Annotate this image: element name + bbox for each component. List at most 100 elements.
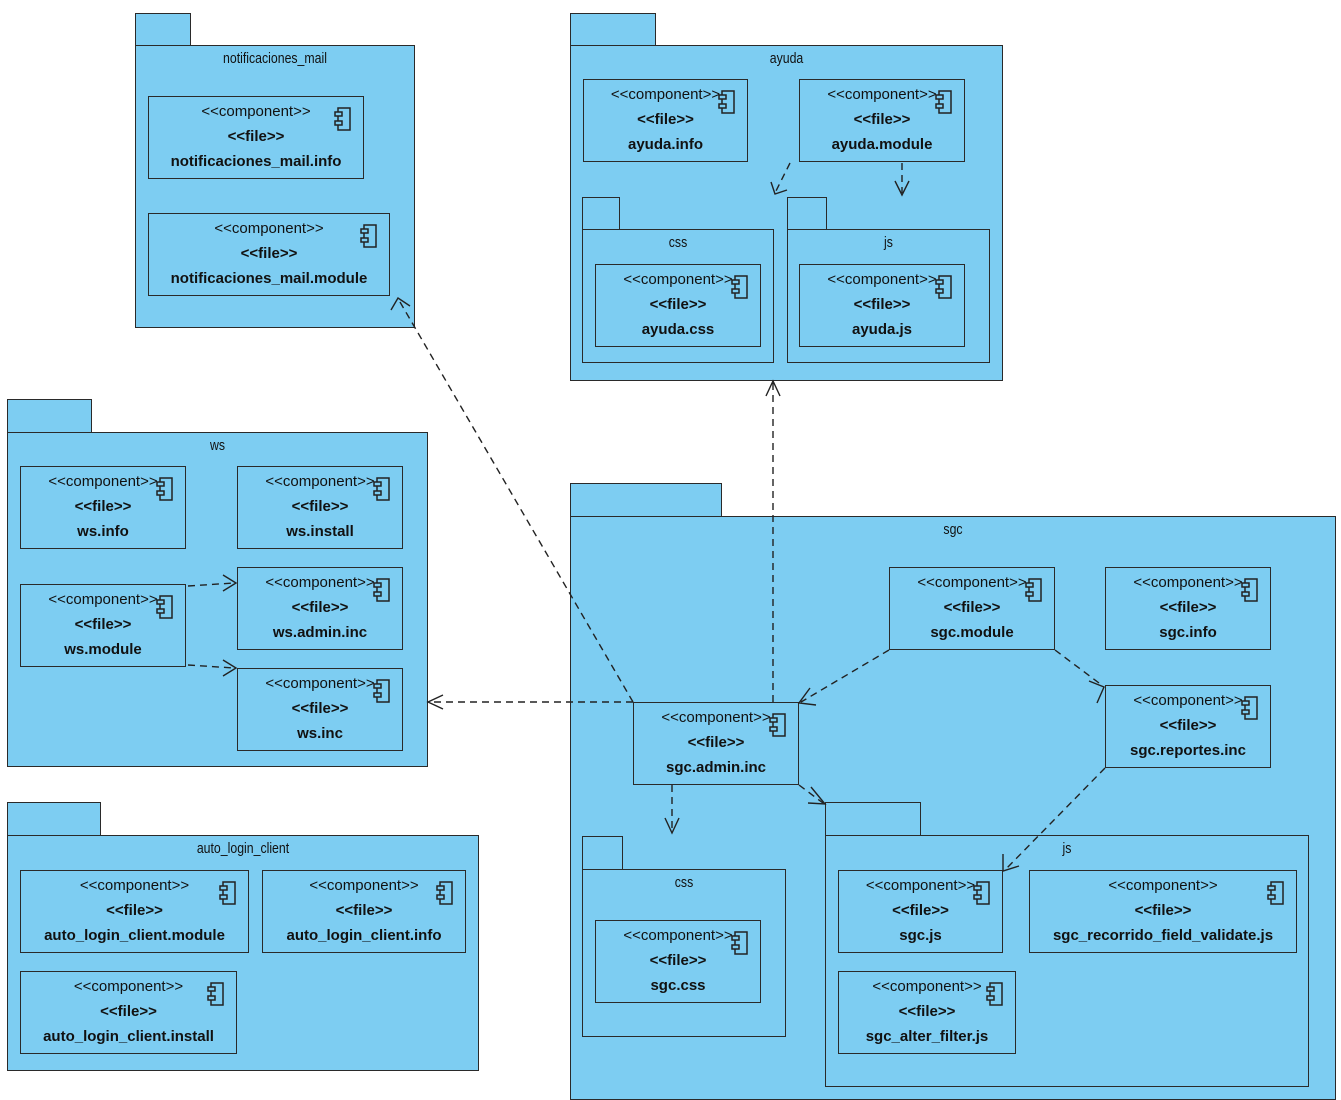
component-name: ws.install — [286, 523, 354, 540]
stereotype-component: <<component>> — [79, 877, 190, 894]
component-icon — [973, 881, 990, 905]
component-icon — [156, 595, 173, 619]
component-icon — [731, 275, 748, 299]
stereotype-component: <<component>> — [309, 877, 419, 894]
stereotype-file: <<file>> — [335, 902, 393, 919]
package-tab — [825, 802, 921, 837]
component-notificaciones-mail-module: <<component>> <<file>> notificaciones_ma… — [148, 213, 390, 296]
component-name: ayuda.info — [627, 136, 703, 153]
component-ws-inc: <<component>> <<file>> ws.inc — [237, 668, 403, 751]
component-auto-login-client-info: <<component>> <<file>> auto_login_client… — [262, 870, 466, 953]
stereotype-file: <<file>> — [1134, 902, 1192, 919]
arrow-head — [426, 694, 444, 710]
component-sgc-reportes-inc: <<component>> <<file>> sgc.reportes.inc — [1105, 685, 1271, 768]
component-icon — [769, 713, 786, 737]
stereotype-component: <<component>> — [865, 877, 976, 894]
stereotype-component: <<component>> — [48, 591, 158, 608]
stereotype-component: <<component>> — [214, 220, 324, 237]
stereotype-file: <<file>> — [74, 498, 132, 515]
component-name: sgc.info — [1159, 624, 1217, 641]
package-name: sgc — [943, 521, 963, 538]
component-ws-info: <<component>> <<file>> ws.info — [20, 466, 186, 549]
component-icon — [1025, 578, 1042, 602]
stereotype-component: <<component>> — [610, 86, 721, 103]
component-icon — [207, 982, 224, 1006]
component-auto-login-client-module: <<component>> <<file>> auto_login_client… — [20, 870, 249, 953]
component-ayuda-module: <<component>> <<file>> ayuda.module — [799, 79, 965, 162]
component-name: notificaciones_mail.info — [170, 153, 342, 170]
component-name: sgc.reportes.inc — [1130, 742, 1246, 759]
component-icon — [1267, 881, 1284, 905]
component-icon — [731, 931, 748, 955]
stereotype-file: <<file>> — [853, 296, 911, 313]
component-icon — [436, 881, 453, 905]
component-sgc-module: <<component>> <<file>> sgc.module — [889, 567, 1055, 650]
component-icon — [986, 982, 1003, 1006]
package-name: ws — [209, 437, 226, 454]
component-name: ayuda.css — [641, 321, 715, 338]
component-name: sgc.js — [899, 927, 942, 944]
package-name: notificaciones_mail — [223, 50, 327, 67]
package-name: js — [884, 234, 893, 251]
package-tab — [582, 836, 623, 871]
package-name: auto_login_client — [196, 840, 290, 857]
package-tab — [582, 197, 620, 231]
stereotype-file: <<file>> — [943, 599, 1001, 616]
stereotype-file: <<file>> — [100, 1003, 157, 1020]
stereotype-component: <<component>> — [827, 86, 937, 103]
component-name: sgc.module — [930, 624, 1014, 641]
stereotype-component: <<component>> — [265, 675, 375, 692]
package-tab — [787, 197, 827, 231]
component-icon — [360, 224, 377, 248]
component-name: ws.admin.inc — [272, 624, 368, 641]
component-sgc-js: <<component>> <<file>> sgc.js — [838, 870, 1003, 953]
component-name: sgc_recorrido_field_validate.js — [1052, 927, 1274, 944]
stereotype-file: <<file>> — [898, 1003, 956, 1020]
stereotype-file: <<file>> — [649, 296, 707, 313]
component-icon — [373, 679, 390, 703]
component-icon — [1241, 578, 1258, 602]
component-auto-login-client-install: <<component>> <<file>> auto_login_client… — [20, 971, 237, 1054]
stereotype-file: <<file>> — [291, 700, 349, 717]
component-name: sgc_alter_filter.js — [865, 1028, 989, 1045]
component-ws-admin-inc: <<component>> <<file>> ws.admin.inc — [237, 567, 403, 650]
stereotype-file: <<file>> — [687, 734, 745, 751]
stereotype-file: <<file>> — [853, 111, 911, 128]
package-name: ayuda — [769, 50, 804, 67]
component-icon — [373, 578, 390, 602]
stereotype-component: <<component>> — [201, 103, 311, 120]
component-icon — [935, 90, 952, 114]
component-name: auto_login_client.module — [44, 927, 225, 944]
package-name: css — [674, 874, 694, 891]
stereotype-component: <<component>> — [265, 473, 375, 490]
package-tab — [135, 13, 191, 47]
stereotype-component: <<component>> — [265, 574, 375, 591]
component-sgc-css: <<component>> <<file>> sgc.css — [595, 920, 761, 1003]
component-icon — [1241, 696, 1258, 720]
stereotype-file: <<file>> — [892, 902, 949, 919]
component-name: ayuda.js — [851, 321, 913, 338]
component-icon — [334, 107, 351, 131]
stereotype-component: <<component>> — [1108, 877, 1218, 894]
stereotype-component: <<component>> — [872, 978, 982, 995]
component-icon — [935, 275, 952, 299]
stereotype-component: <<component>> — [661, 709, 771, 726]
package-name: css — [668, 234, 688, 251]
package-name: js — [1062, 840, 1072, 857]
component-name: auto_login_client.info — [286, 927, 442, 944]
stereotype-file: <<file>> — [291, 599, 349, 616]
component-sgc-info: <<component>> <<file>> sgc.info — [1105, 567, 1271, 650]
stereotype-component: <<component>> — [917, 574, 1027, 591]
component-sgc-alter-filter-js: <<component>> <<file>> sgc_alter_filter.… — [838, 971, 1016, 1054]
stereotype-file: <<file>> — [649, 952, 707, 969]
component-ayuda-js: <<component>> <<file>> ayuda.js — [799, 264, 965, 347]
stereotype-component: <<component>> — [623, 927, 733, 944]
package-tab — [570, 483, 722, 518]
arrow-head — [765, 379, 781, 397]
stereotype-component: <<component>> — [73, 978, 184, 995]
component-name: ws.module — [64, 641, 142, 658]
component-icon — [156, 477, 173, 501]
stereotype-component: <<component>> — [1133, 692, 1243, 709]
stereotype-file: <<file>> — [74, 616, 132, 633]
